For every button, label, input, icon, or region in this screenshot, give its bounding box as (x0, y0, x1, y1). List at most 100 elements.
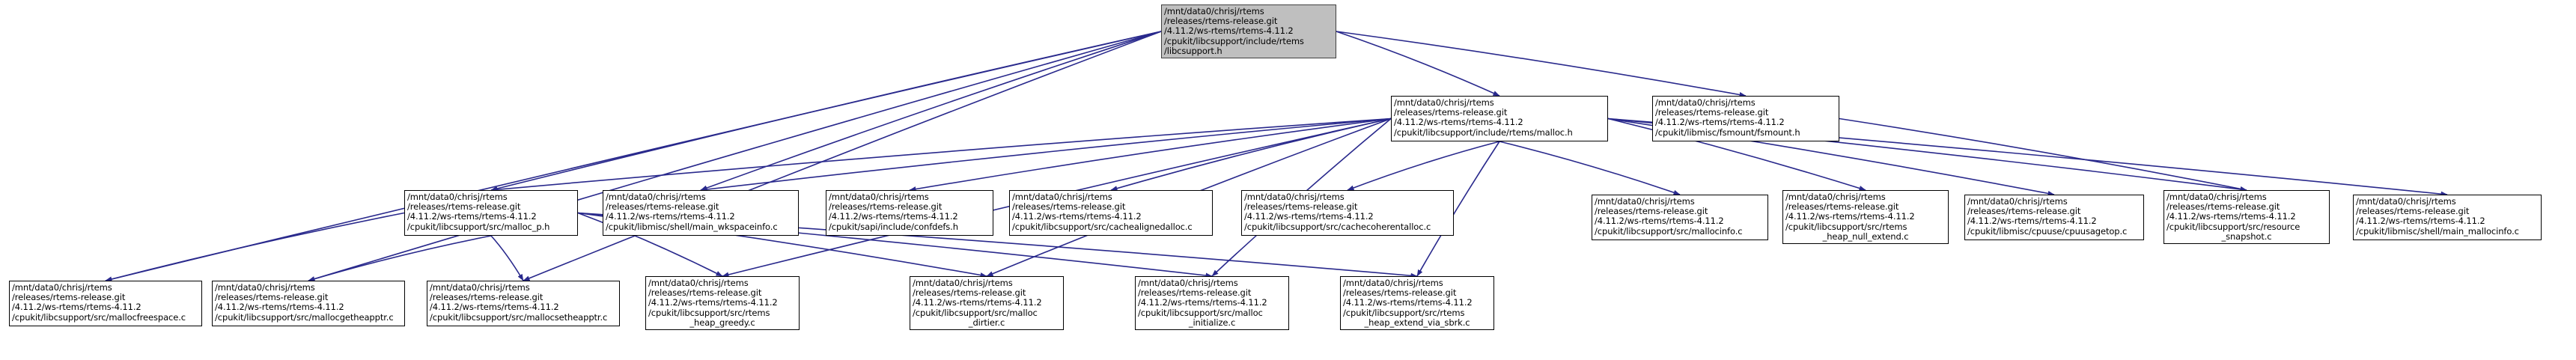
graph-node-line: /4.11.2/ws-rtems/rtems-4.11.2 (648, 297, 778, 308)
graph-node-line: /cpukit/libcsupport/src/malloc (1138, 307, 1263, 318)
graph-node-n14[interactable]: /mnt/data0/chrisj/rtems/releases/rtems-r… (212, 281, 405, 326)
graph-node-line: /mnt/data0/chrisj/rtems (12, 282, 112, 293)
graph-node-line: /cpukit/libcsupport/src/rtems (1785, 221, 1907, 232)
graph-node-line: _heap_extend_via_sbrk.c (1364, 317, 1470, 328)
graph-node-line: /mnt/data0/chrisj/rtems (1967, 196, 2068, 207)
graph-node-line: /releases/rtems-release.git (1595, 206, 1708, 217)
graph-node-line: /releases/rtems-release.git (1343, 287, 1457, 299)
graph-node-line: /releases/rtems-release.git (1394, 107, 1508, 118)
graph-node-line: /releases/rtems-release.git (829, 201, 943, 213)
graph-edge (105, 31, 1162, 282)
graph-node-line: /cpukit/libcsupport/include/rtems/malloc… (1394, 126, 1573, 138)
graph-node-n15[interactable]: /mnt/data0/chrisj/rtems/releases/rtems-r… (427, 281, 620, 326)
graph-edge (105, 212, 405, 282)
graph-node-line: /mnt/data0/chrisj/rtems (1164, 6, 1264, 16)
graph-node-line: /cpukit/libmisc/fsmount/fsmount.h (1655, 126, 1800, 138)
graph-node-line: /4.11.2/ws-rtems/rtems-4.11.2 (1967, 216, 2097, 227)
graph-node-line: /mnt/data0/chrisj/rtems (606, 192, 706, 202)
graph-node-line: /releases/rtems-release.git (12, 292, 126, 303)
graph-node-line: /4.11.2/ws-rtems/rtems-4.11.2 (1138, 297, 1267, 308)
graph-node-line: /cpukit/libcsupport/src/rtems (1343, 307, 1465, 318)
graph-node-line: /4.11.2/ws-rtems/rtems-4.11.2 (12, 302, 141, 313)
graph-edge (700, 31, 1162, 191)
graph-node-n6[interactable]: /mnt/data0/chrisj/rtems/releases/rtems-r… (1009, 190, 1213, 236)
graph-edge (490, 31, 1162, 192)
graph-edge (1839, 118, 2247, 192)
graph-node-line: /4.11.2/ws-rtems/rtems-4.11.2 (1394, 117, 1523, 128)
graph-node-n8[interactable]: /mnt/data0/chrisj/rtems/releases/rtems-r… (1592, 195, 1768, 240)
graph-node-line: /mnt/data0/chrisj/rtems (430, 282, 530, 293)
graph-node-n16[interactable]: /mnt/data0/chrisj/rtems/releases/rtems-r… (645, 276, 800, 330)
graph-node-n9[interactable]: /mnt/data0/chrisj/rtems/releases/rtems-r… (1782, 190, 1949, 244)
graph-node-line: /4.11.2/ws-rtems/rtems-4.11.2 (407, 211, 537, 222)
graph-node-line: /releases/rtems-release.git (1785, 201, 1899, 213)
graph-node-line: /4.11.2/ws-rtems/rtems-4.11.2 (1164, 25, 1294, 37)
graph-node-line: /4.11.2/ws-rtems/rtems-4.11.2 (1343, 297, 1473, 308)
graph-node-line: /releases/rtems-release.git (2167, 201, 2280, 213)
graph-edge (909, 118, 1392, 192)
graph-node-line: /releases/rtems-release.git (1138, 287, 1252, 299)
graph-node-n4[interactable]: /mnt/data0/chrisj/rtems/releases/rtems-r… (603, 190, 799, 236)
graph-node-line: /mnt/data0/chrisj/rtems (407, 192, 508, 202)
graph-node-line: /cpukit/libcsupport/src/rtems (648, 307, 770, 318)
graph-node-line: /mnt/data0/chrisj/rtems (2167, 192, 2267, 202)
graph-node-n13[interactable]: /mnt/data0/chrisj/rtems/releases/rtems-r… (9, 281, 202, 326)
graph-node-line: /mnt/data0/chrisj/rtems (648, 278, 749, 288)
graph-node-line: /4.11.2/ws-rtems/rtems-4.11.2 (1595, 216, 1724, 227)
graph-node-n1[interactable]: /mnt/data0/chrisj/rtems/releases/rtems-r… (1391, 96, 1608, 141)
graph-edge (1347, 141, 1500, 191)
graph-node-line: /cpukit/libmisc/shell/main_wkspaceinfo.c (606, 221, 778, 232)
graph-node-line: /cpukit/libmisc/cpuuse/cpuusagetop.c (1967, 225, 2128, 237)
graph-node-line: /4.11.2/ws-rtems/rtems-4.11.2 (2167, 211, 2296, 222)
graph-node-line: /mnt/data0/chrisj/rtems (1012, 192, 1112, 202)
graph-node-line: /releases/rtems-release.git (913, 287, 1026, 299)
graph-node-line: /mnt/data0/chrisj/rtems (1343, 278, 1443, 288)
graph-node-line: /releases/rtems-release.git (407, 201, 521, 213)
graph-node-n19[interactable]: /mnt/data0/chrisj/rtems/releases/rtems-r… (1340, 276, 1494, 330)
graph-node-n11[interactable]: /mnt/data0/chrisj/rtems/releases/rtems-r… (2164, 190, 2330, 244)
graph-node-line: /cpukit/libcsupport/src/mallocgetheapptr… (215, 311, 394, 323)
graph-node-line: /mnt/data0/chrisj/rtems (913, 278, 1013, 288)
graph-node-line: /4.11.2/ws-rtems/rtems-4.11.2 (1785, 211, 1915, 222)
graph-node-line: /mnt/data0/chrisj/rtems (2356, 196, 2456, 207)
graph-node-n5[interactable]: /mnt/data0/chrisj/rtems/releases/rtems-r… (826, 190, 993, 236)
graph-node-line: /cpukit/libcsupport/src/cachealignedallo… (1012, 221, 1193, 232)
graph-node-line: /4.11.2/ws-rtems/rtems-4.11.2 (606, 211, 735, 222)
graph-node-line: /releases/rtems-release.git (430, 292, 543, 303)
graph-node-line: /releases/rtems-release.git (215, 292, 329, 303)
graph-node-line: _heap_null_extend.c (1822, 231, 1909, 242)
graph-node-line: /mnt/data0/chrisj/rtems (829, 192, 929, 202)
graph-node-line: /cpukit/libcsupport/src/resource (2167, 221, 2301, 232)
graph-node-line: /mnt/data0/chrisj/rtems (1394, 97, 1494, 108)
graph-node-line: /releases/rtems-release.git (1967, 206, 2081, 217)
graph-node-n10[interactable]: /mnt/data0/chrisj/rtems/releases/rtems-r… (1964, 195, 2144, 240)
graph-node-n12[interactable]: /mnt/data0/chrisj/rtems/releases/rtems-r… (2353, 195, 2542, 240)
graph-node-n3[interactable]: /mnt/data0/chrisj/rtems/releases/rtems-r… (404, 190, 578, 236)
graph-edge (490, 235, 524, 281)
graph-edge (1110, 118, 1392, 192)
graph-edge (308, 31, 1162, 281)
graph-node-line: /4.11.2/ws-rtems/rtems-4.11.2 (829, 211, 958, 222)
graph-node-line: /cpukit/libcsupport/src/mallocfreespace.… (12, 311, 186, 323)
graph-node-line: /mnt/data0/chrisj/rtems (215, 282, 315, 293)
graph-node-line: _dirtier.c (968, 317, 1005, 328)
graph-node-line: _heap_greedy.c (689, 317, 755, 328)
graph-node-line: _initialize.c (1188, 317, 1236, 328)
graph-node-n17[interactable]: /mnt/data0/chrisj/rtems/releases/rtems-r… (910, 276, 1064, 330)
graph-node-line: /releases/rtems-release.git (2356, 206, 2470, 217)
graph-node-line: /4.11.2/ws-rtems/rtems-4.11.2 (215, 302, 344, 313)
graph-node-line: /4.11.2/ws-rtems/rtems-4.11.2 (913, 297, 1042, 308)
graph-edge (308, 235, 492, 281)
graph-node-n0[interactable]: /mnt/data0/chrisj/rtems/releases/rtems-r… (1161, 4, 1336, 58)
graph-node-n18[interactable]: /mnt/data0/chrisj/rtems/releases/rtems-r… (1135, 276, 1289, 330)
graph-edge (490, 118, 1392, 192)
graph-node-line: /cpukit/sapi/include/confdefs.h (829, 221, 958, 232)
graph-node-n2[interactable]: /mnt/data0/chrisj/rtems/releases/rtems-r… (1652, 96, 1839, 141)
graph-node-line: /cpukit/libcsupport/src/malloc (913, 307, 1038, 318)
graph-node-n7[interactable]: /mnt/data0/chrisj/rtems/releases/rtems-r… (1241, 190, 1454, 236)
graph-node-line: /releases/rtems-release.git (606, 201, 719, 213)
graph-node-line: /releases/rtems-release.git (1164, 16, 1278, 27)
graph-node-line: /mnt/data0/chrisj/rtems (1244, 192, 1345, 202)
graph-node-line: /4.11.2/ws-rtems/rtems-4.11.2 (2356, 216, 2485, 227)
graph-edge (1336, 31, 1747, 97)
